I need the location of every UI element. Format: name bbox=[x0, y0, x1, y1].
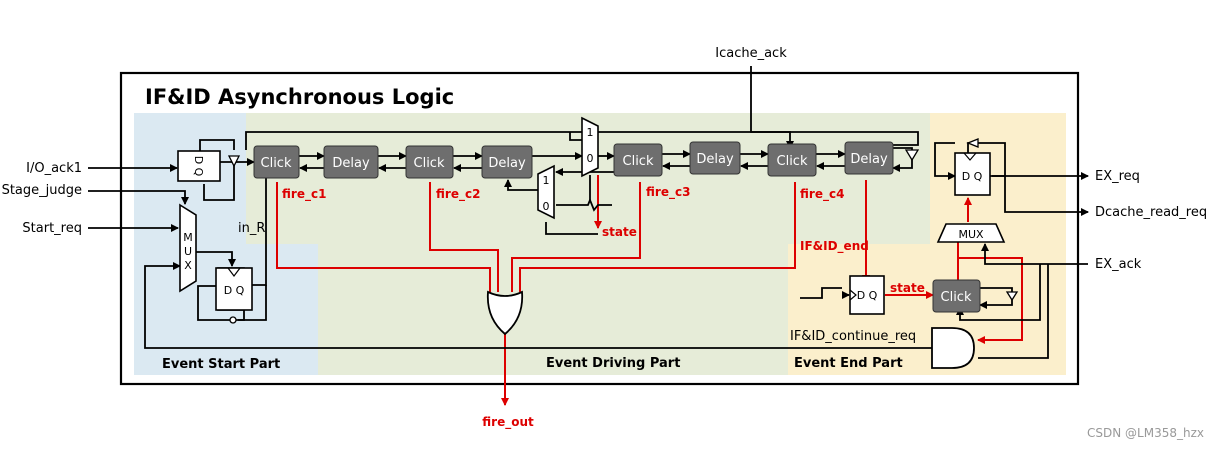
mux-2-one: 1 bbox=[543, 174, 550, 187]
icache-ack-label: Icache_ack bbox=[715, 46, 787, 61]
fire-c4-label: fire_c4 bbox=[800, 187, 844, 202]
click-2-label: Click bbox=[414, 156, 445, 171]
click-block-5 bbox=[932, 279, 981, 313]
click-block-3 bbox=[613, 143, 663, 177]
ff2-invert-loop bbox=[238, 285, 267, 321]
ex-req-label: EX_req bbox=[1095, 169, 1140, 184]
ff1-feedback bbox=[199, 139, 235, 152]
delay-1-label: Delay bbox=[332, 156, 370, 171]
ifid-end-label: IF&ID_end bbox=[800, 239, 869, 254]
click-block-2 bbox=[405, 145, 454, 179]
state-label: state bbox=[602, 225, 637, 239]
watermark: CSDN @LM358_hzx bbox=[1087, 426, 1204, 440]
stage-judge-wire bbox=[88, 190, 189, 205]
click-1-label: Click bbox=[261, 156, 292, 171]
start-mux bbox=[179, 203, 197, 293]
click-block-1 bbox=[253, 145, 300, 179]
delay-3-label: Delay bbox=[696, 152, 734, 167]
end-mux bbox=[936, 223, 1006, 243]
delay-block-1 bbox=[323, 145, 379, 179]
click-3-label: Click bbox=[623, 154, 654, 169]
output-flip-flop bbox=[954, 152, 991, 196]
fire-c3-line bbox=[511, 182, 641, 292]
end-ff-clock-icon bbox=[849, 289, 857, 301]
mux2-to-delay2 bbox=[504, 179, 538, 191]
ex-ack-label: EX_ack bbox=[1095, 257, 1142, 272]
ff2-feedback bbox=[197, 285, 245, 321]
ex-ack-wire bbox=[981, 243, 1088, 265]
end-ff-label: D Q bbox=[857, 289, 878, 302]
start-ff-label: D Q bbox=[224, 284, 245, 297]
ff4-feedback bbox=[934, 142, 956, 180]
click-block-4 bbox=[767, 143, 817, 177]
and-to-click5 bbox=[956, 264, 1041, 321]
driving-region-label: Event Driving Part bbox=[546, 356, 680, 371]
delay-block-2 bbox=[481, 145, 533, 179]
select-mux-2 bbox=[537, 164, 555, 220]
delay-block-3 bbox=[689, 141, 741, 175]
input-ff-inverter-icon bbox=[227, 155, 241, 168]
click-5-inverter-icon bbox=[1005, 291, 1019, 302]
end-region-lower bbox=[788, 244, 1066, 375]
output-ff-clock-icon bbox=[963, 152, 977, 161]
dcache-read-req-label: Dcache_read_req bbox=[1095, 205, 1207, 220]
fire-c3-label: fire_c3 bbox=[646, 185, 690, 200]
mux2-state-loop bbox=[545, 222, 598, 235]
in-r-label: in_R bbox=[238, 221, 265, 236]
output-ff-label: D Q bbox=[962, 170, 983, 183]
ex-ack-to-and bbox=[978, 264, 1049, 359]
diagram-title: IF&ID Asynchronous Logic bbox=[145, 85, 454, 109]
driving-region-lower bbox=[318, 244, 788, 375]
click-5-label: Click bbox=[941, 290, 972, 305]
step-input bbox=[800, 287, 842, 299]
end-mux-label: MUX bbox=[958, 228, 984, 241]
mux-1-one: 1 bbox=[587, 126, 594, 139]
continue-return bbox=[144, 262, 932, 349]
start-flip-flop-wide bbox=[215, 267, 253, 311]
start-mux-u: U bbox=[184, 245, 192, 258]
ff1-feedback-down bbox=[203, 164, 235, 201]
fire-c1-line bbox=[276, 182, 491, 292]
fire-c4-line bbox=[519, 182, 796, 292]
fire-c2-label: fire_c2 bbox=[436, 187, 480, 202]
delay-2-label: Delay bbox=[488, 156, 526, 171]
stage-judge-label: Stage_judge bbox=[2, 183, 82, 198]
output-ff-inverter-icon bbox=[966, 138, 979, 148]
top-feedback bbox=[245, 131, 919, 150]
delay-block-4 bbox=[844, 141, 894, 175]
input-flip-flop bbox=[177, 150, 221, 182]
start-req-label: Start_req bbox=[22, 221, 82, 236]
state2-label: state bbox=[890, 281, 925, 295]
start-mux-x: X bbox=[184, 259, 192, 272]
start-ff-clock-icon bbox=[227, 267, 241, 277]
select-mux-1 bbox=[581, 116, 599, 178]
click-4-label: Click bbox=[777, 154, 808, 169]
fire-c1-label: fire_c1 bbox=[282, 187, 326, 202]
start-region-label: Event Start Part bbox=[162, 357, 280, 372]
and-gate bbox=[931, 327, 975, 369]
io-ack1-label: I/O_ack1 bbox=[26, 161, 82, 176]
delay4-inverter bbox=[904, 149, 920, 162]
end-region-label: Event End Part bbox=[794, 356, 903, 371]
icache-ack-wire bbox=[750, 66, 794, 149]
dcache-wire bbox=[1004, 176, 1089, 216]
start-ff-inverter-icon bbox=[229, 316, 237, 324]
or-gate bbox=[486, 290, 524, 336]
mux1-top-input bbox=[569, 132, 582, 141]
click-to-and-red bbox=[958, 257, 1023, 344]
ifid-continue-req-label: IF&ID_continue_req bbox=[790, 329, 916, 344]
mux-2-zero: 0 bbox=[543, 200, 550, 213]
delay-4-label: Delay bbox=[850, 152, 888, 167]
mux2-bottom-loop bbox=[556, 197, 612, 212]
fire-c2-line bbox=[429, 182, 499, 292]
start-mux-m: M bbox=[183, 231, 193, 244]
input-ff-label: D Q bbox=[192, 156, 205, 177]
mux-to-ff2 bbox=[196, 251, 236, 267]
fire-out-label: fire_out bbox=[482, 415, 534, 430]
mux-1-zero: 0 bbox=[587, 152, 594, 165]
